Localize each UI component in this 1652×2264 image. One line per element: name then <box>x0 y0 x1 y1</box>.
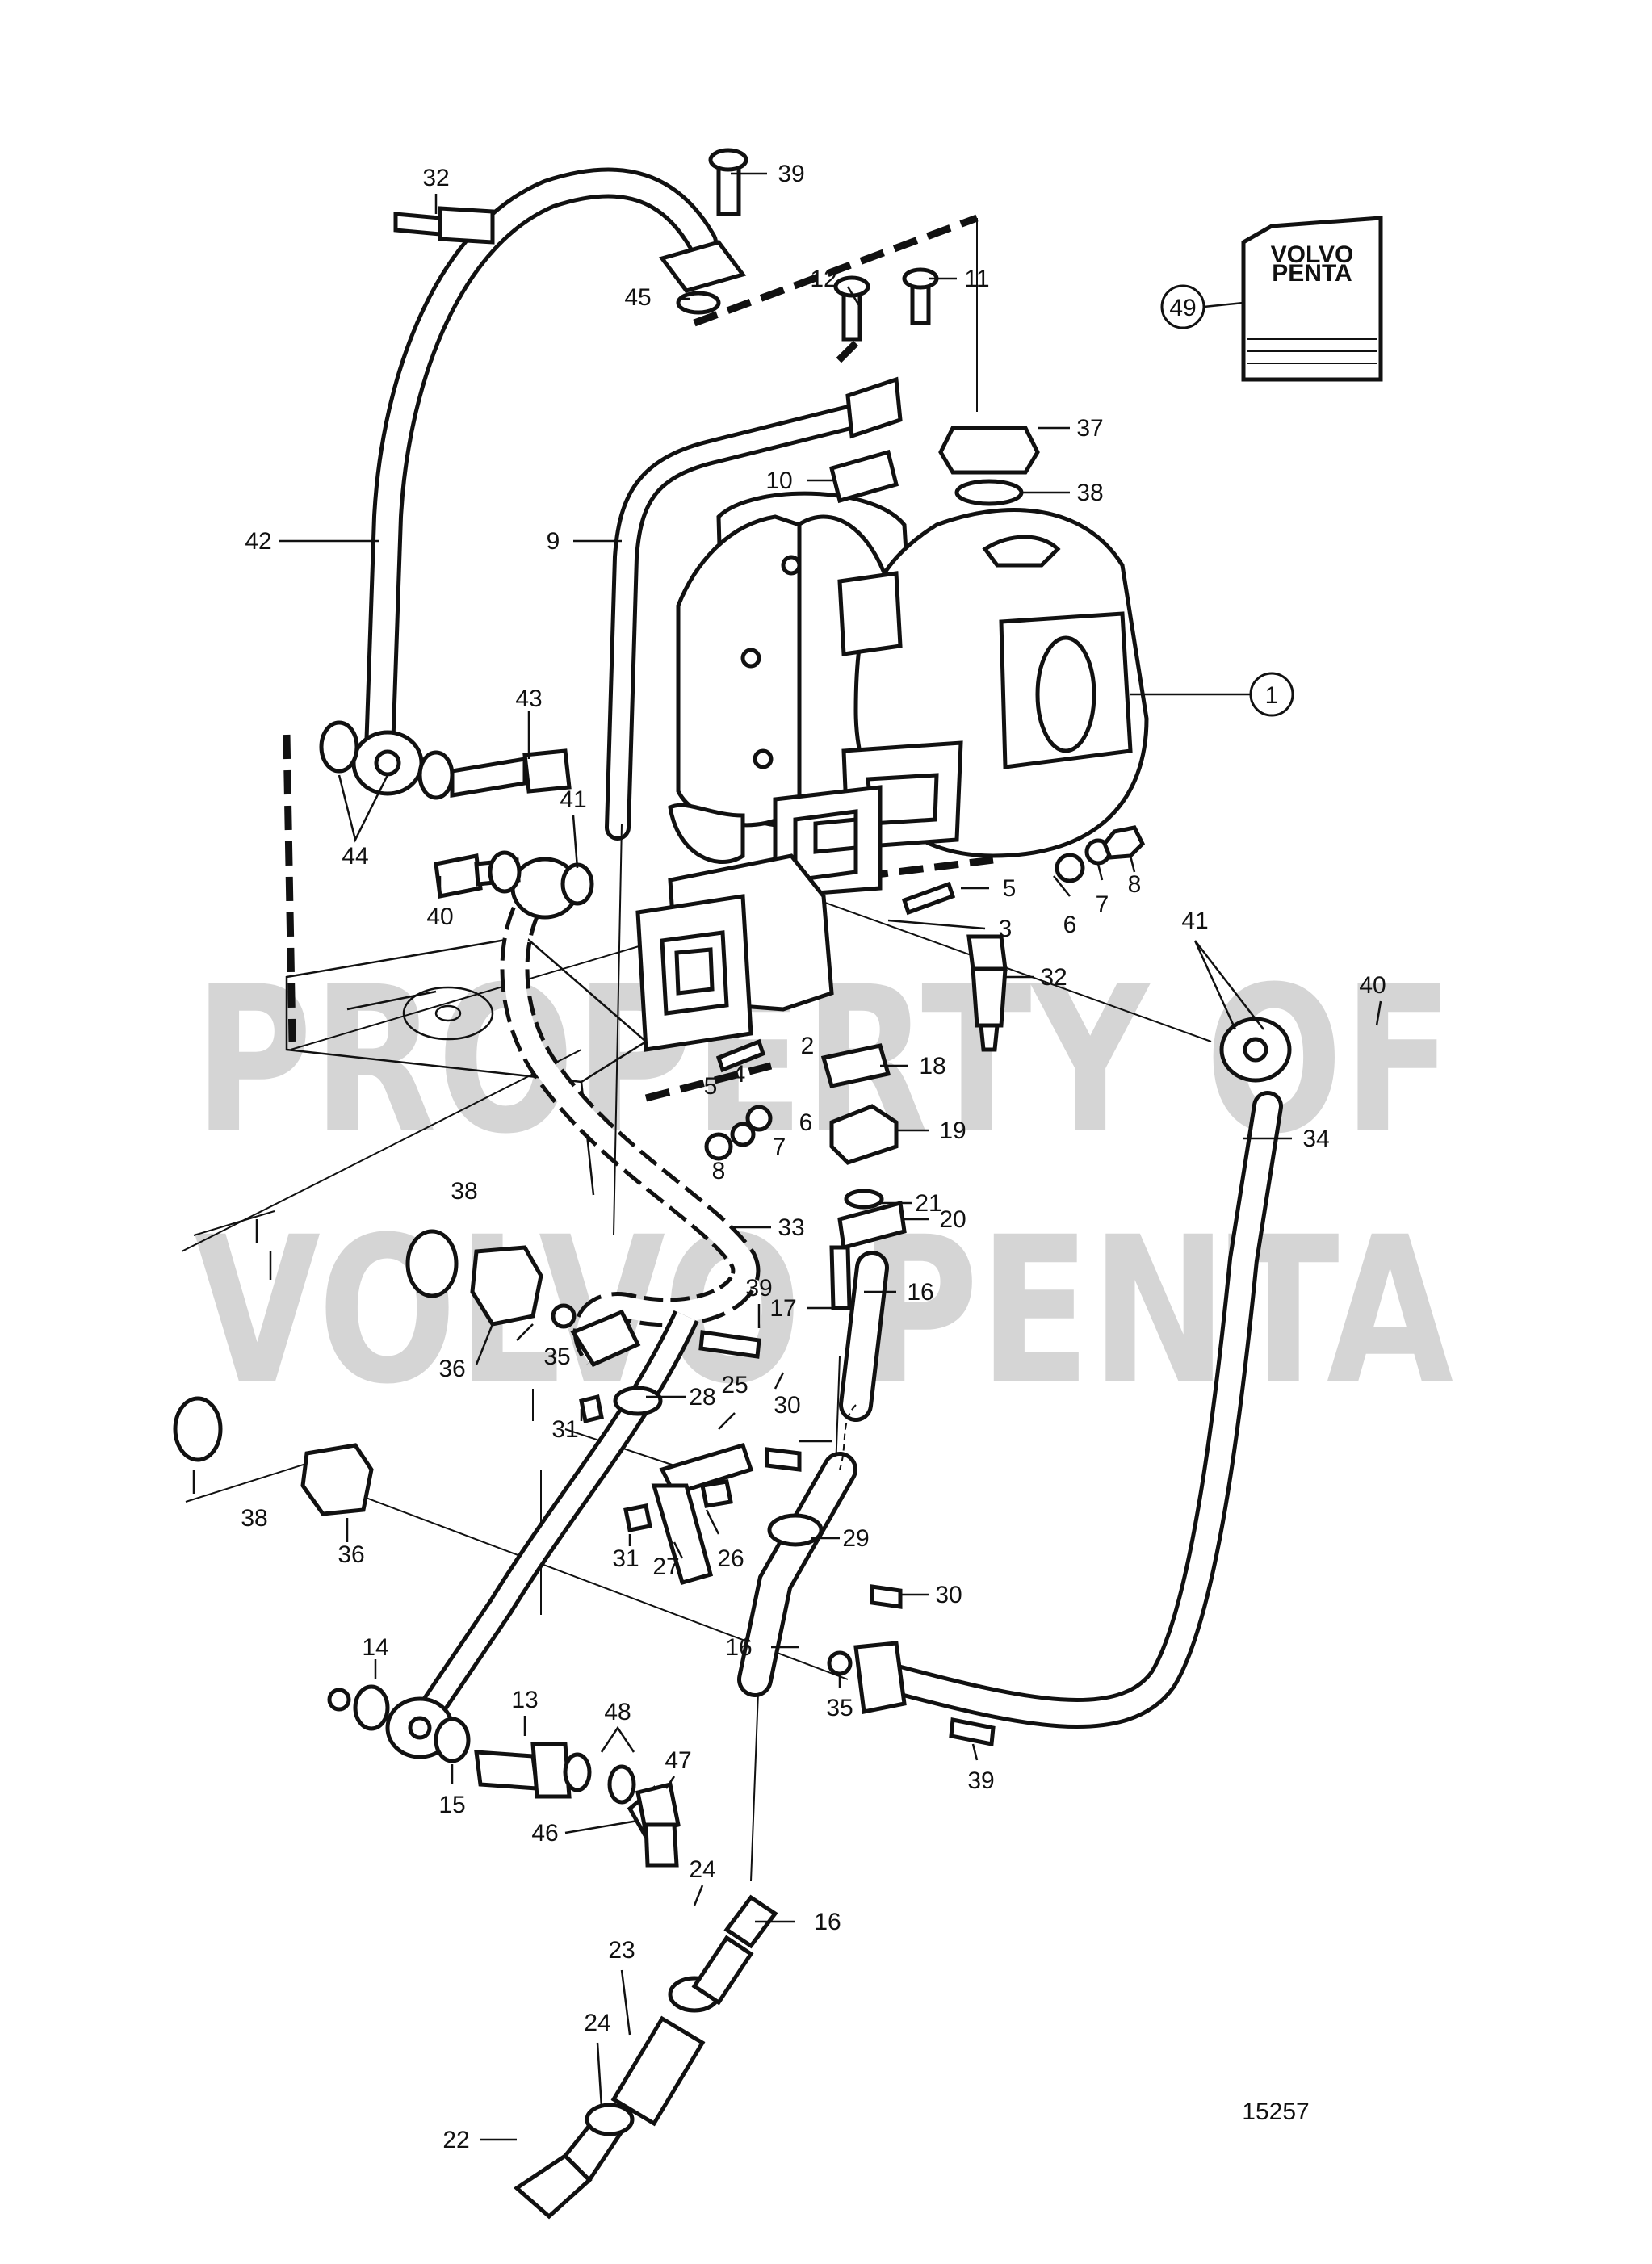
pipe-34 <box>853 1017 1292 1729</box>
callout-17: 17 <box>769 1295 796 1322</box>
hose-16 <box>613 823 889 1697</box>
callout-39-lower: 39 <box>967 1767 994 1794</box>
exhaust-elbow <box>635 853 834 1052</box>
callout-16-upper: 16 <box>907 1279 933 1306</box>
callout-37: 37 <box>1076 415 1103 442</box>
callout-7-lower: 7 <box>773 1134 786 1160</box>
callout-30-upper: 30 <box>774 1392 800 1419</box>
book-brand-line2: PENTA <box>1272 260 1352 287</box>
callout-7-right: 7 <box>1096 891 1109 918</box>
callout-43: 43 <box>515 685 542 712</box>
callout-30-lower: 30 <box>935 1582 962 1608</box>
callout-14: 14 <box>362 1634 388 1661</box>
callout-36-mid: 36 <box>438 1356 465 1382</box>
callout-24-upper: 24 <box>689 1856 715 1883</box>
callout-1: 1 <box>1265 682 1279 709</box>
callout-16-mid: 16 <box>725 1634 752 1661</box>
callout-20: 20 <box>939 1206 966 1233</box>
callout-26: 26 <box>717 1545 744 1572</box>
callout-5-lower: 5 <box>704 1073 718 1100</box>
callout-40-right: 40 <box>1359 972 1386 999</box>
callout-leaders <box>192 172 1382 2141</box>
callout-13: 13 <box>511 1687 538 1713</box>
callout-38-top: 38 <box>1076 480 1103 506</box>
callout-5-upper: 5 <box>1003 875 1017 902</box>
bottom-fittings <box>513 1894 778 2220</box>
callout-23: 23 <box>608 1937 635 1964</box>
callout-22: 22 <box>442 2127 469 2153</box>
volvo-penta-book: VOLVO PENTA 49 <box>1160 216 1383 382</box>
callout-12: 12 <box>810 266 836 292</box>
callout-2: 2 <box>801 1033 815 1059</box>
callout-44: 44 <box>342 843 368 870</box>
callout-39-top: 39 <box>778 161 804 187</box>
callout-39-mid: 39 <box>745 1275 772 1302</box>
callout-6-right: 6 <box>1063 912 1077 938</box>
callout-18: 18 <box>919 1053 945 1080</box>
callout-42: 42 <box>245 528 271 555</box>
callout-48: 48 <box>604 1699 631 1725</box>
callout-41-right: 41 <box>1181 908 1208 934</box>
watermark-line2: VOLVO PENTA <box>194 1193 1453 1428</box>
callout-28: 28 <box>689 1384 715 1411</box>
callout-10: 10 <box>765 467 792 494</box>
callout-46: 46 <box>531 1820 558 1847</box>
callout-6-lower: 6 <box>799 1109 813 1136</box>
callout-45: 45 <box>624 284 651 311</box>
callout-34: 34 <box>1302 1126 1329 1152</box>
callout-15: 15 <box>438 1792 465 1818</box>
callout-35-mid: 35 <box>543 1344 570 1370</box>
callout-8-lower: 8 <box>712 1158 726 1184</box>
callout-35-lower: 35 <box>826 1695 853 1721</box>
callout-32-right: 32 <box>1040 964 1067 991</box>
callout-32-top: 32 <box>422 165 449 191</box>
pipe-42 <box>351 167 747 796</box>
callout-31-upper: 31 <box>551 1416 578 1443</box>
pipe-33 <box>500 857 761 1368</box>
callout-1-circle <box>1130 672 1294 717</box>
callout-31-lower: 31 <box>612 1545 639 1572</box>
callout-41-left: 41 <box>560 786 586 813</box>
callout-8-right: 8 <box>1128 871 1142 898</box>
figure-number: 15257 <box>1242 2098 1309 2125</box>
callout-33: 33 <box>778 1214 804 1241</box>
callout-25: 25 <box>721 1372 748 1398</box>
callout-11: 11 <box>964 266 989 292</box>
dashed-reference-lines <box>283 214 994 1102</box>
callout-16-lower: 16 <box>814 1909 841 1935</box>
callout-19: 19 <box>939 1117 966 1144</box>
flange-gaskets <box>773 740 963 899</box>
pipe-46 <box>385 1310 699 1759</box>
book-brand-line1: VOLVO <box>1271 241 1354 268</box>
callout-labels: 1 32 39 11 12 45 37 38 10 9 42 43 44 41 … <box>241 161 1386 2153</box>
callout-29: 29 <box>842 1525 869 1552</box>
callout-3: 3 <box>999 916 1013 942</box>
callout-27: 27 <box>652 1553 679 1580</box>
callout-36-left: 36 <box>338 1541 364 1568</box>
book-ref-number: 49 <box>1169 295 1196 321</box>
callout-38-mid: 38 <box>451 1178 477 1205</box>
callout-38-left: 38 <box>241 1505 267 1532</box>
hardware <box>173 148 1146 1868</box>
callout-40-left: 40 <box>426 904 453 930</box>
callout-9: 9 <box>547 528 560 555</box>
callout-24-lower: 24 <box>584 2010 610 2036</box>
assembly-lines <box>181 218 1212 1882</box>
callout-47: 47 <box>665 1747 691 1774</box>
pipe-9 <box>605 376 903 841</box>
callout-4: 4 <box>732 1061 746 1088</box>
callout-21: 21 <box>915 1190 941 1217</box>
